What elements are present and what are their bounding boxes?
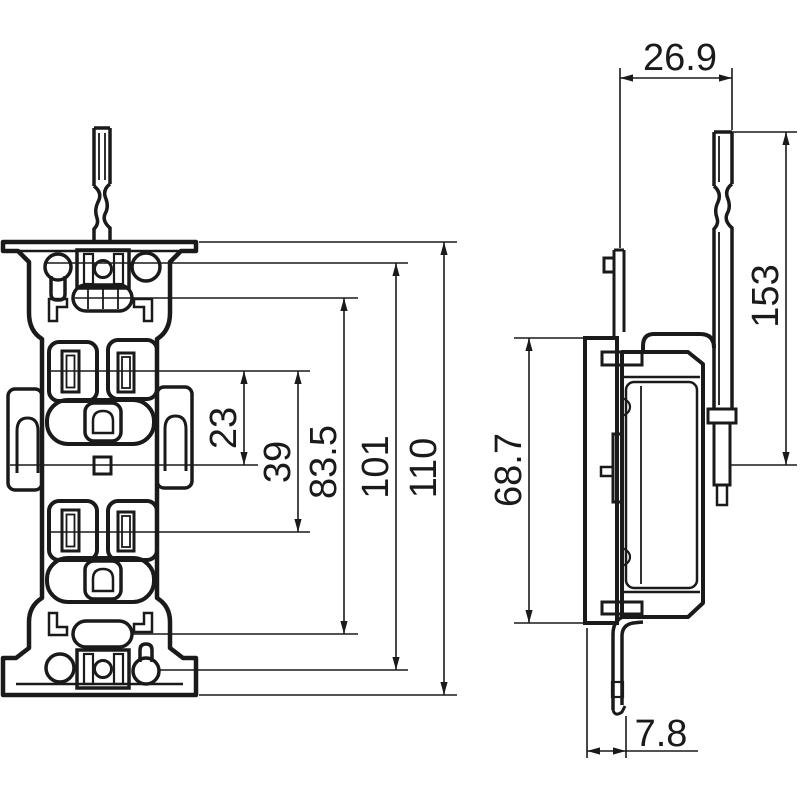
front-view: [0, 126, 199, 698]
dim-39-label: 39: [257, 441, 299, 483]
dim-23-label: 23: [203, 407, 245, 449]
front-corner-mark-top-right: [132, 297, 154, 323]
side-cover-plate: [583, 336, 619, 625]
side-strap-arm-bottom: [610, 612, 644, 716]
dim-body-height: 68.7: [488, 338, 533, 623]
side-strap-elbow-top: [641, 332, 716, 352]
front-screw-hole-top-right: [130, 251, 162, 283]
front-keyhole-top-left: [43, 252, 73, 302]
front-terminal-block-bottom: [75, 648, 131, 690]
side-upper-clamp-hook: [602, 248, 626, 336]
front-corner-mark-bottom-right: [132, 611, 154, 634]
front-strap-bar: [92, 126, 112, 242]
dim-68-7-label: 68.7: [488, 433, 530, 507]
front-corner-mark-top-left: [47, 297, 69, 323]
front-side-clamp-left: [6, 387, 44, 492]
dim-screw-pitch: 83.5: [303, 298, 348, 634]
front-keyhole-bottom-right: [131, 642, 161, 686]
front-mounting-slot-bottom: [71, 619, 134, 649]
dim-strap-length: 153: [745, 132, 790, 465]
dim-slot-pitch: 39: [257, 371, 302, 532]
side-strap-bar: [706, 130, 738, 507]
front-extension-lines: [10, 241, 457, 696]
dim-101-label: 101: [355, 435, 397, 498]
front-upper-outlet: [45, 338, 159, 446]
side-plaster-ear-bottom: [600, 600, 644, 616]
front-side-clamp-right: [155, 385, 194, 490]
front-terminal-block-top: [75, 248, 131, 290]
front-lower-outlet: [45, 499, 159, 604]
dim-153-label: 153: [745, 264, 787, 327]
dim-frame-span: 101: [355, 263, 400, 670]
dim-110-label: 110: [403, 438, 445, 499]
side-body: [620, 350, 705, 619]
dim-depth: 26.9: [620, 37, 732, 82]
dim-strap-offset: 7.8: [587, 713, 687, 755]
dim-slot-to-center: 23: [203, 371, 248, 465]
side-release-tab: [599, 432, 624, 504]
front-dimensions: 23 39 83.5 101 110: [10, 241, 457, 696]
dim-7-8-label: 7.8: [635, 713, 688, 755]
dim-83-5-label: 83.5: [303, 425, 345, 499]
dim-26-9-label: 26.9: [643, 37, 717, 79]
side-extension-lines: [514, 68, 797, 758]
front-screw-hole-bottom-left: [44, 652, 76, 684]
side-view: [583, 130, 738, 716]
dim-overall-height: 110: [403, 242, 448, 695]
side-dimensions: 26.9 153 68.7 7.8: [488, 37, 797, 758]
front-corner-mark-bottom-left: [47, 611, 69, 637]
